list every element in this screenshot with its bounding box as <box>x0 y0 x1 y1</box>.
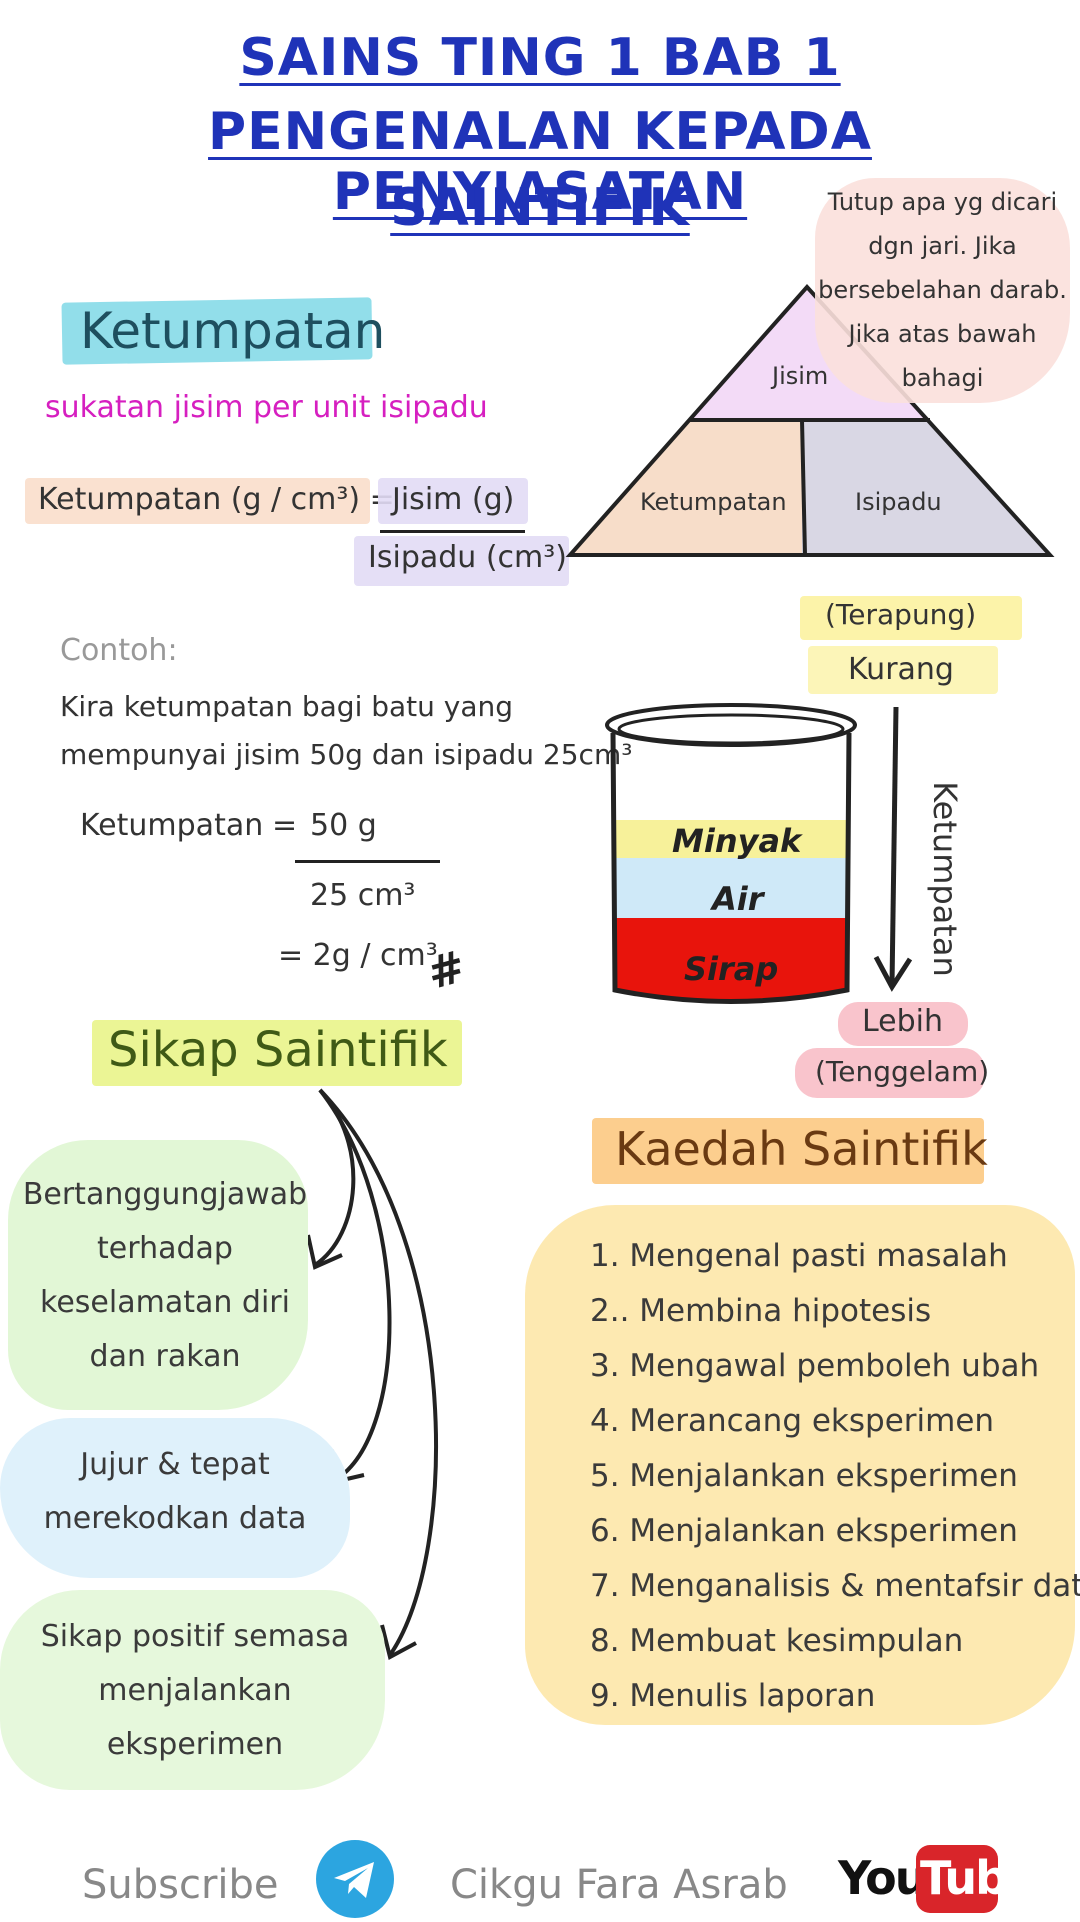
numerator-highlight <box>378 478 528 524</box>
beaker-illustration <box>605 703 857 1004</box>
layer-syrup: Sirap <box>684 950 779 988</box>
sink-label: (Tenggelam) <box>815 1055 990 1088</box>
title-line-3: SAINTIFIK <box>390 178 690 238</box>
attitude-line: merekodkan data <box>43 1501 307 1536</box>
method-step-4: 4. Merancang eksperimen <box>590 1403 995 1439</box>
triangle-note: Tutup apa yg dicari dgn jari. Jika berse… <box>815 180 1070 400</box>
youtube-logo[interactable]: You Tube <box>838 1845 1037 1915</box>
more-highlight <box>838 1002 968 1046</box>
method-step-7: 7. Menganalisis & mentafsir data <box>590 1568 1080 1604</box>
example-question-1: Kira ketumpatan bagi batu yang <box>60 690 514 723</box>
float-label: (Terapung) <box>825 598 977 631</box>
attitude-line: terhadap <box>97 1231 233 1266</box>
calc-eq: = <box>272 808 298 843</box>
attitude-blob-1 <box>8 1140 308 1410</box>
attitude-blob-2 <box>0 1418 350 1578</box>
triangle-bottom-left: Ketumpatan <box>640 488 787 516</box>
note-line: Tutup apa yg dicari <box>827 188 1058 216</box>
method-blob <box>525 1205 1075 1725</box>
attitude-item-3: Sikap positif semasa menjalankan eksperi… <box>10 1610 380 1772</box>
youtube-red-box <box>916 1845 998 1913</box>
note-line: bersebelahan darab. <box>818 276 1067 304</box>
less-label: Kurang <box>848 652 954 687</box>
formula-highlight <box>25 478 370 524</box>
float-highlight <box>800 596 1022 640</box>
title-line-1: SAINS TING 1 BAB 1 <box>239 28 841 88</box>
attitude-line: eksperimen <box>106 1727 284 1762</box>
density-definition: sukatan jisim per unit isipadu <box>45 390 488 425</box>
method-heading: Kaedah Saintifik <box>615 1122 988 1176</box>
method-step-6: 6. Menjalankan eksperimen <box>590 1513 1018 1549</box>
attitude-item-2: Jujur & tepat merekodkan data <box>10 1438 340 1546</box>
subscribe-text[interactable]: Subscribe <box>82 1862 279 1908</box>
example-question-2: mempunyai jisim 50g dan isipadu 25cm³ <box>60 738 633 771</box>
attitude-heading: Sikap Saintifik <box>108 1022 448 1078</box>
formula-numerator: Jisim (g) <box>392 482 515 517</box>
note-blob <box>815 178 1070 403</box>
attitude-blob-3 <box>0 1590 385 1790</box>
author-name: Cikgu Fara Asrab <box>450 1862 788 1908</box>
formula-left: Ketumpatan (g / cm³) = <box>38 482 395 517</box>
attitude-item-1: Bertanggungjawab terhadap keselamatan di… <box>15 1168 315 1384</box>
method-step-3: 3. Mengawal pemboleh ubah <box>590 1348 1040 1384</box>
method-heading-highlight <box>592 1118 984 1184</box>
method-step-5: 5. Menjalankan eksperimen <box>590 1458 1018 1494</box>
density-heading: Ketumpatan <box>80 302 386 360</box>
calc-done-mark: # <box>422 941 471 1000</box>
more-label: Lebih <box>862 1004 944 1039</box>
calc-result: = 2g / cm³ <box>278 938 438 973</box>
formula-denominator: Isipadu (cm³) <box>368 540 567 575</box>
fraction-bar <box>380 530 525 533</box>
attitude-line: dan rakan <box>89 1339 241 1374</box>
note-line: dgn jari. Jika <box>868 232 1017 260</box>
less-highlight <box>808 646 998 694</box>
calc-denominator: 25 cm³ <box>310 878 416 913</box>
youtube-you: You <box>838 1851 927 1905</box>
triangle-bottom-right: Isipadu <box>855 488 942 516</box>
telegram-icon[interactable] <box>316 1840 394 1918</box>
note-line: bahagi <box>901 364 984 392</box>
attitude-heading-highlight <box>92 1020 462 1086</box>
layer-water: Air <box>712 880 764 918</box>
calc-fraction-bar <box>295 860 440 863</box>
attitude-line: Bertanggungjawab <box>22 1177 308 1212</box>
sink-highlight <box>795 1048 985 1098</box>
youtube-tube: Tube <box>920 1851 1037 1905</box>
attitude-line: keselamatan diri <box>40 1285 290 1320</box>
arrow-label: Ketumpatan <box>926 781 964 977</box>
layer-oil: Minyak <box>672 822 802 860</box>
method-step-8: 8. Membuat kesimpulan <box>590 1623 964 1659</box>
method-step-9: 9. Menulis laporan <box>590 1678 876 1714</box>
attitude-line: Jujur & tepat <box>80 1447 270 1482</box>
method-step-2: 2.. Membina hipotesis <box>590 1293 932 1329</box>
attitude-line: Sikap positif semasa <box>40 1619 350 1654</box>
denominator-highlight <box>354 536 569 586</box>
note-line: Jika atas bawah <box>848 320 1037 348</box>
triangle-top: Jisim <box>772 362 829 390</box>
density-arrow <box>873 706 913 992</box>
calc-left: Ketumpatan <box>80 808 264 843</box>
title-line-2: PENGENALAN KEPADA PENYIASATAN <box>208 102 872 222</box>
example-label: Contoh: <box>60 633 178 668</box>
attitude-line: menjalankan <box>98 1673 292 1708</box>
method-step-1: 1. Mengenal pasti masalah <box>590 1238 1008 1274</box>
calc-numerator: 50 g <box>310 808 377 843</box>
